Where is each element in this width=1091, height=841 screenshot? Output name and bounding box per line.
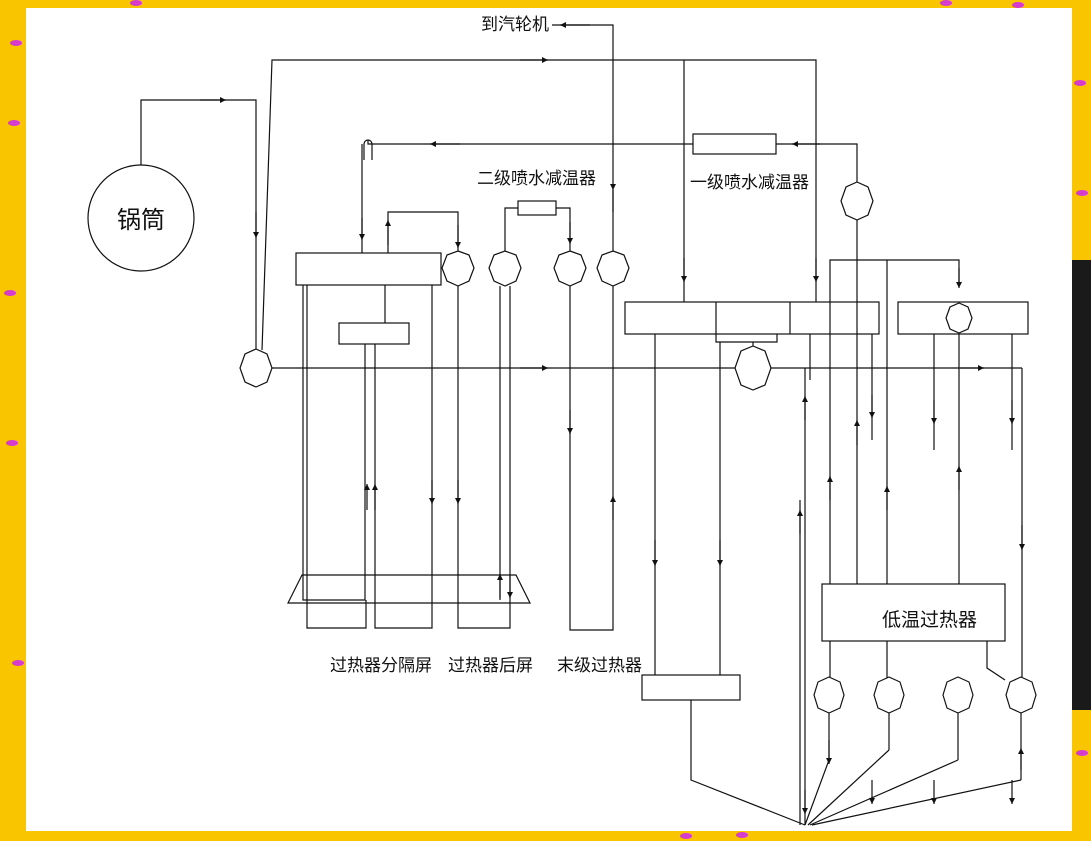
right-edge-strip [1072, 260, 1091, 710]
u-bend [363, 139, 373, 160]
turbine-outlet-pipe [552, 24, 614, 253]
bottom-fan [690, 700, 806, 826]
decor-dot [680, 833, 692, 839]
panel-base [287, 574, 531, 604]
decor-dot [1012, 2, 1024, 8]
node [945, 302, 973, 334]
bottom-fan [809, 759, 959, 826]
panel-tube [457, 286, 511, 629]
node [813, 676, 845, 714]
final-sh-loop [569, 286, 614, 631]
attemperator-1-label: 一级喷水减温器 [690, 173, 809, 193]
division-panel-loop [387, 211, 459, 254]
middle-right-header [624, 301, 880, 335]
division-panel-label: 过热器分隔屏 [330, 656, 432, 676]
panel-tube [306, 285, 367, 629]
division-panel-box [338, 322, 410, 345]
rear-panel-label: 过热器后屏 [448, 656, 533, 676]
node [873, 676, 905, 714]
bottom-fan [811, 779, 1022, 826]
decor-dot [940, 0, 952, 6]
decor-dot [1074, 80, 1086, 86]
panel-tube [302, 285, 366, 601]
to-turbine-label: 到汽轮机 [481, 15, 549, 35]
node [596, 250, 630, 287]
low-temp-superheater-box [821, 583, 1006, 642]
decor-dot [6, 440, 18, 446]
node [734, 345, 772, 391]
attemperator-2 [517, 200, 557, 216]
decor-dot [4, 290, 16, 296]
decor-dot [8, 120, 20, 126]
header-tee [715, 334, 778, 343]
node [840, 181, 874, 221]
attemp1-line [367, 140, 858, 182]
decor-dot [130, 0, 142, 6]
decor-dot [736, 832, 748, 838]
decor-dot [1076, 750, 1088, 756]
node [942, 676, 974, 714]
decor-dot [12, 660, 24, 666]
pipe [986, 641, 1006, 681]
final-superheater-label: 末级过热器 [557, 656, 642, 676]
decor-dot [1076, 190, 1088, 196]
division-panel-header [295, 252, 442, 286]
node [441, 250, 475, 287]
attemperator-2-label: 二级喷水减温器 [477, 169, 596, 189]
node [1005, 676, 1037, 714]
decor-dot [10, 40, 22, 46]
header-node-left [239, 348, 273, 388]
bottom-fan [807, 749, 890, 826]
node [553, 250, 587, 287]
collector-box [641, 674, 741, 701]
bottom-fan [804, 759, 830, 826]
drum-label: 锅筒 [117, 206, 165, 234]
attemperator-1 [692, 133, 777, 155]
low-temp-superheater-label: 低温过热器 [882, 609, 977, 631]
node [488, 250, 522, 287]
